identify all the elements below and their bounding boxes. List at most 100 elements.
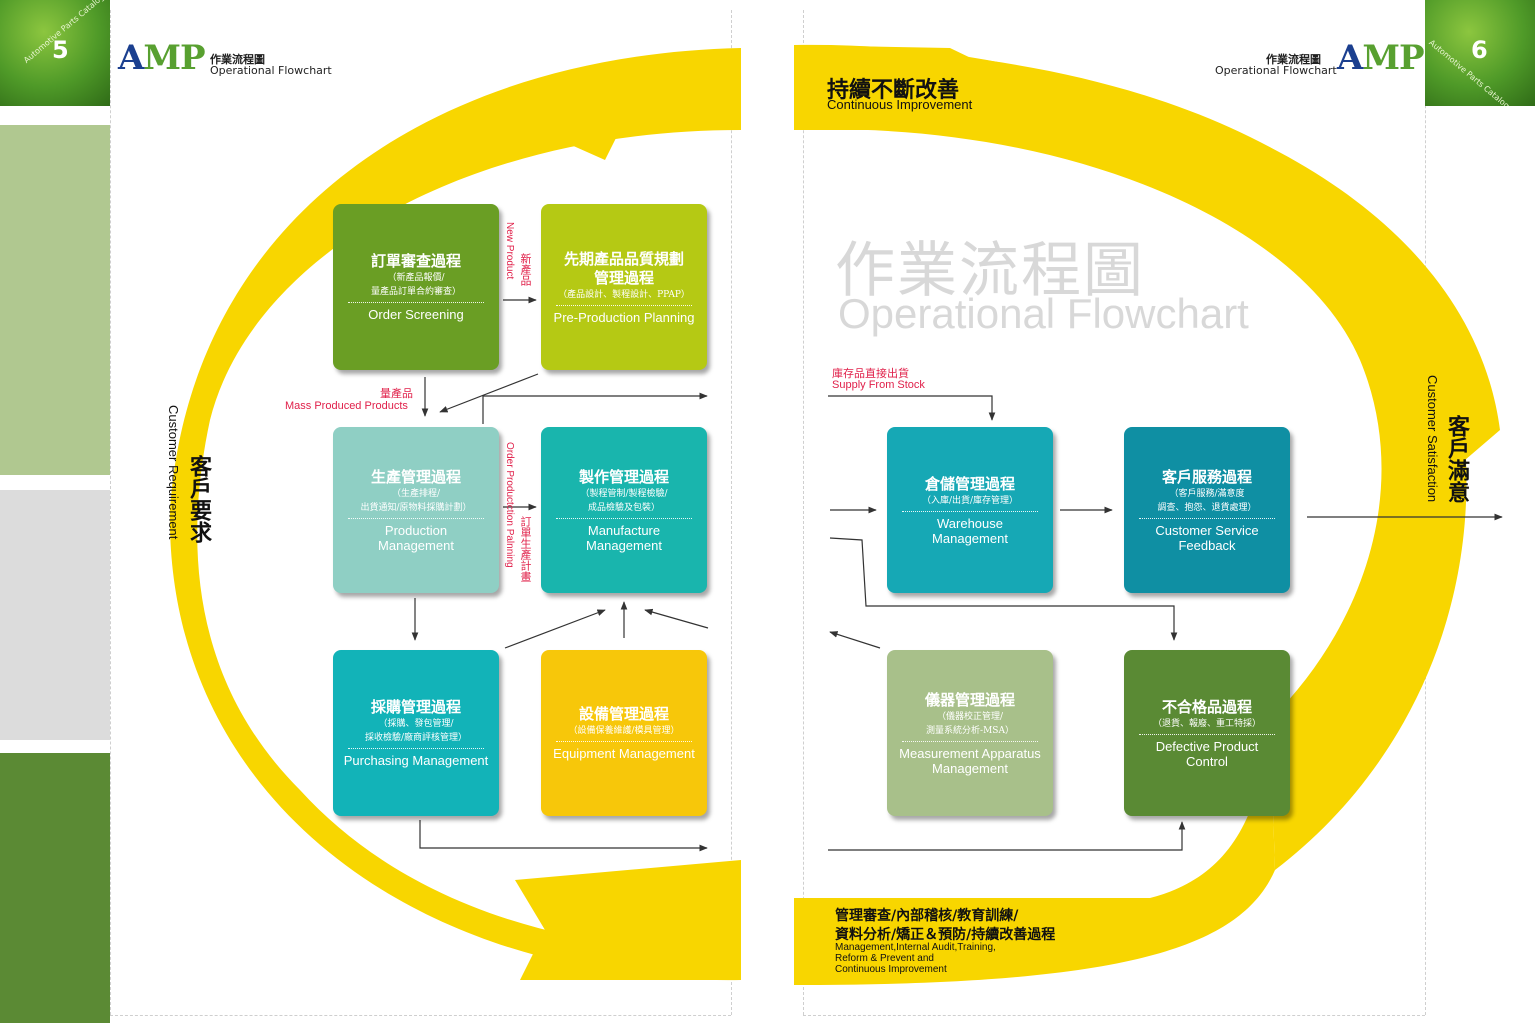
right-page-guide-left xyxy=(803,10,804,1015)
order-plan-zh-label: 訂單生產計畫 xyxy=(519,516,531,582)
warehouse-en1: Warehouse xyxy=(937,515,1003,531)
defective-divider xyxy=(1139,733,1275,735)
arrow-right-to-manufacture xyxy=(644,608,709,629)
manufacture-title: 製作管理過程 xyxy=(578,467,669,486)
manufacture-sub2: 成品檢驗及包裝） xyxy=(587,502,660,513)
watermark-title-zh: 作業流程圖 xyxy=(835,236,1145,306)
production-en2: Management xyxy=(378,537,454,553)
production-divider xyxy=(348,517,484,519)
arrow-purchasing-to-manufacture xyxy=(504,609,606,649)
production-sub1: （生產排程/ xyxy=(391,488,441,499)
measurement-sub2: 測量系統分析-MSA） xyxy=(926,725,1014,736)
stock-zh-label: 庫存品直接出貨 xyxy=(832,368,909,380)
order-screening-en: Order Screening xyxy=(368,307,464,322)
customer-service-sub1: （客戶服務/滿意度 xyxy=(1169,488,1245,499)
purchasing-sub2: 採收檢驗/廠商評核管理） xyxy=(364,733,468,743)
customer-service-en2: Feedback xyxy=(1178,537,1236,553)
equipment-divider xyxy=(556,741,692,742)
defective-sub1: （退貨、報廢、重工特採） xyxy=(1152,718,1261,729)
equipment-title: 設備管理過程 xyxy=(578,705,669,723)
bottom-banner-en-3: Continuous Improvement xyxy=(835,964,947,975)
yellow-cycle-ring xyxy=(169,44,1500,985)
ring-right-top-arrowhead xyxy=(794,45,975,130)
production-management-box[interactable]: 生產管理過程 （生產排程/ 出貨通知/原物料採購計劃） Production M… xyxy=(333,427,499,593)
order-screening-box[interactable]: 訂單審查過程 （新產品報價/ 量產品訂單合約審查） Order Screenin… xyxy=(333,204,499,370)
right-page-number: 6 xyxy=(1471,36,1488,64)
customer-service-sub2: 調查、抱怨、退貨處理） xyxy=(1157,502,1257,513)
order-screening-title: 訂單審查過程 xyxy=(370,252,461,270)
arrow-to-defective xyxy=(829,537,1178,641)
ring-right-bottom-band xyxy=(794,720,1275,985)
purchasing-en: Purchasing Management xyxy=(343,753,489,768)
manufacture-divider xyxy=(556,517,692,519)
manufacture-en2: Management xyxy=(586,537,662,553)
right-header-en: Operational Flowchart xyxy=(1215,64,1337,77)
manufacture-sub1: （製程管制/製程檢驗/ xyxy=(580,488,668,499)
production-title: 生產管理過程 xyxy=(370,467,461,486)
left-page-number: 5 xyxy=(52,36,69,64)
production-en1: Production xyxy=(384,522,448,538)
equipment-management-box[interactable]: 設備管理過程 （設備保養維護/模具管理） Equipment Managemen… xyxy=(541,650,707,816)
left-strip-middle xyxy=(0,490,110,740)
left-page-corner: 5 Automotive Parts Catalog xyxy=(0,0,110,106)
arrow-stock-to-warehouse xyxy=(828,395,996,421)
manufacture-management-box[interactable]: 製作管理過程 （製程管制/製程檢驗/ 成品檢驗及包裝） Manufacture … xyxy=(541,427,707,593)
customer-service-divider xyxy=(1139,517,1275,519)
bottom-banner-en-1: Management,Internal Audit,Training, xyxy=(835,942,996,953)
equipment-sub1: （設備保養維護/模具管理） xyxy=(568,726,680,736)
customer-service-en1: Customer Service xyxy=(1155,522,1259,538)
defective-en1: Defective Product xyxy=(1155,738,1259,754)
equipment-en: Equipment Management xyxy=(553,746,695,761)
customer-satisfaction-en: Customer Satisfaction xyxy=(1425,375,1440,503)
arrow-preprod-to-production xyxy=(439,373,539,413)
bottom-banner-zh-1: 管理審查/內部稽核/教育訓練/ xyxy=(835,908,1019,924)
manufacture-en1: Manufacture xyxy=(587,522,661,538)
measurement-sub1: （儀器校正管理/ xyxy=(936,711,1004,722)
right-page-guide-bottom xyxy=(803,1015,1425,1016)
measurement-en1: Measurement Apparatus xyxy=(899,745,1041,761)
warehouse-title: 倉儲管理過程 xyxy=(924,474,1015,493)
measurement-divider xyxy=(902,740,1038,742)
left-header-zh: 作業流程圖 xyxy=(210,53,265,66)
customer-requirement-en: Customer Requirement xyxy=(166,405,181,540)
mass-en-label: Mass Produced Products xyxy=(285,400,408,412)
right-brand-logo: AMP xyxy=(1337,38,1425,78)
arrow-bottom-to-defective xyxy=(828,821,1186,851)
warehouse-divider xyxy=(902,510,1038,512)
purchasing-sub1: （採購、發包管理/ xyxy=(378,719,454,729)
arrow-purchasing-bottom-loop xyxy=(419,820,708,852)
purchasing-management-box[interactable]: 採購管理過程 （採購、發包管理/ 採收檢驗/廠商評核管理） Purchasing… xyxy=(333,650,499,816)
ring-left-bottom-notch xyxy=(515,860,741,980)
pre-production-box[interactable]: 先期產品品質規劃 管理過程 （產品設計、製程設計、PPAP） Pre-Produ… xyxy=(541,204,707,370)
order-screening-sub2: 量產品訂單合約審查） xyxy=(370,287,461,297)
customer-service-box[interactable]: 客戶服務過程 （客戶服務/滿意度 調查、抱怨、退貨處理） Customer Se… xyxy=(1124,427,1290,593)
customer-service-title: 客戶服務過程 xyxy=(1161,467,1252,486)
ring-left-top-arrowhead xyxy=(515,48,741,160)
measurement-title: 儀器管理過程 xyxy=(924,690,1015,709)
right-header-zh: 作業流程圖 xyxy=(1266,53,1321,66)
defective-title: 不合格品過程 xyxy=(1161,697,1252,716)
stock-en-label: Supply From Stock xyxy=(832,379,925,391)
top-banner-zh: 持續不斷改善 xyxy=(827,78,960,103)
production-sub2: 出貨通知/原物料採購計劃） xyxy=(360,502,472,513)
left-page-guide-bottom xyxy=(110,1015,731,1016)
arrow-loop-top xyxy=(482,392,708,424)
measurement-apparatus-box[interactable]: 儀器管理過程 （儀器校正管理/ 測量系統分析-MSA） Measurement … xyxy=(887,650,1053,816)
bottom-banner-en-2: Reform & Prevent and xyxy=(835,953,934,964)
left-brand-logo: AMP xyxy=(118,38,206,78)
left-page-guide-right xyxy=(731,10,732,1015)
pre-production-title-1: 先期產品品質規劃 xyxy=(563,249,684,268)
warehouse-management-box[interactable]: 倉儲管理過程 （入庫/出貨/庫存管理） Warehouse Management xyxy=(887,427,1053,593)
defective-en2: Control xyxy=(1186,753,1228,769)
ring-right-outer xyxy=(794,47,1467,871)
customer-requirement-zh: 客戶要求 xyxy=(186,455,211,543)
measurement-en2: Management xyxy=(932,760,1008,776)
customer-satisfaction-zh: 客戶滿意 xyxy=(1444,415,1469,503)
arrow-measurement-out xyxy=(829,631,881,649)
pre-production-divider xyxy=(556,304,692,306)
pre-production-sub1: （產品設計、製程設計、PPAP） xyxy=(558,289,690,300)
top-banner-en: Continuous Improvement xyxy=(827,97,973,112)
left-page-guide-left xyxy=(110,10,111,1015)
defective-product-box[interactable]: 不合格品過程 （退貨、報廢、重工特採） Defective Product Co… xyxy=(1124,650,1290,816)
